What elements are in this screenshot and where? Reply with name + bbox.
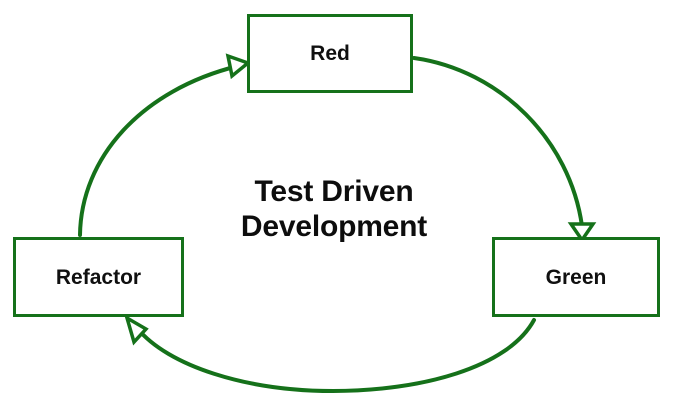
edge-red-to-green-arrowhead-icon bbox=[567, 222, 597, 244]
edge-green-to-refactor-path bbox=[135, 318, 536, 394]
edge-refactor-to-red-arrowhead-icon bbox=[225, 53, 252, 80]
edge-refactor-to-red-path bbox=[78, 64, 240, 237]
node-refactor-label: Refactor bbox=[55, 265, 142, 289]
title-line-1: Test Driven bbox=[254, 175, 414, 208]
node-red-label: Red bbox=[310, 42, 350, 65]
node-red[interactable]: Red bbox=[247, 14, 413, 93]
diagram-center-title: Test Driven Development bbox=[184, 175, 484, 245]
edge-green-to-refactor-arrowhead-icon bbox=[124, 314, 149, 346]
edge-red-to-green-path bbox=[412, 56, 584, 228]
edge-refactor-to-red bbox=[78, 53, 252, 237]
node-green-label: Green bbox=[545, 265, 607, 289]
node-green[interactable]: Green bbox=[492, 237, 660, 317]
title-line-2: Development bbox=[240, 209, 428, 243]
node-refactor[interactable]: Refactor bbox=[13, 237, 184, 317]
edge-red-to-green bbox=[412, 56, 597, 244]
edge-green-to-refactor bbox=[124, 314, 536, 394]
